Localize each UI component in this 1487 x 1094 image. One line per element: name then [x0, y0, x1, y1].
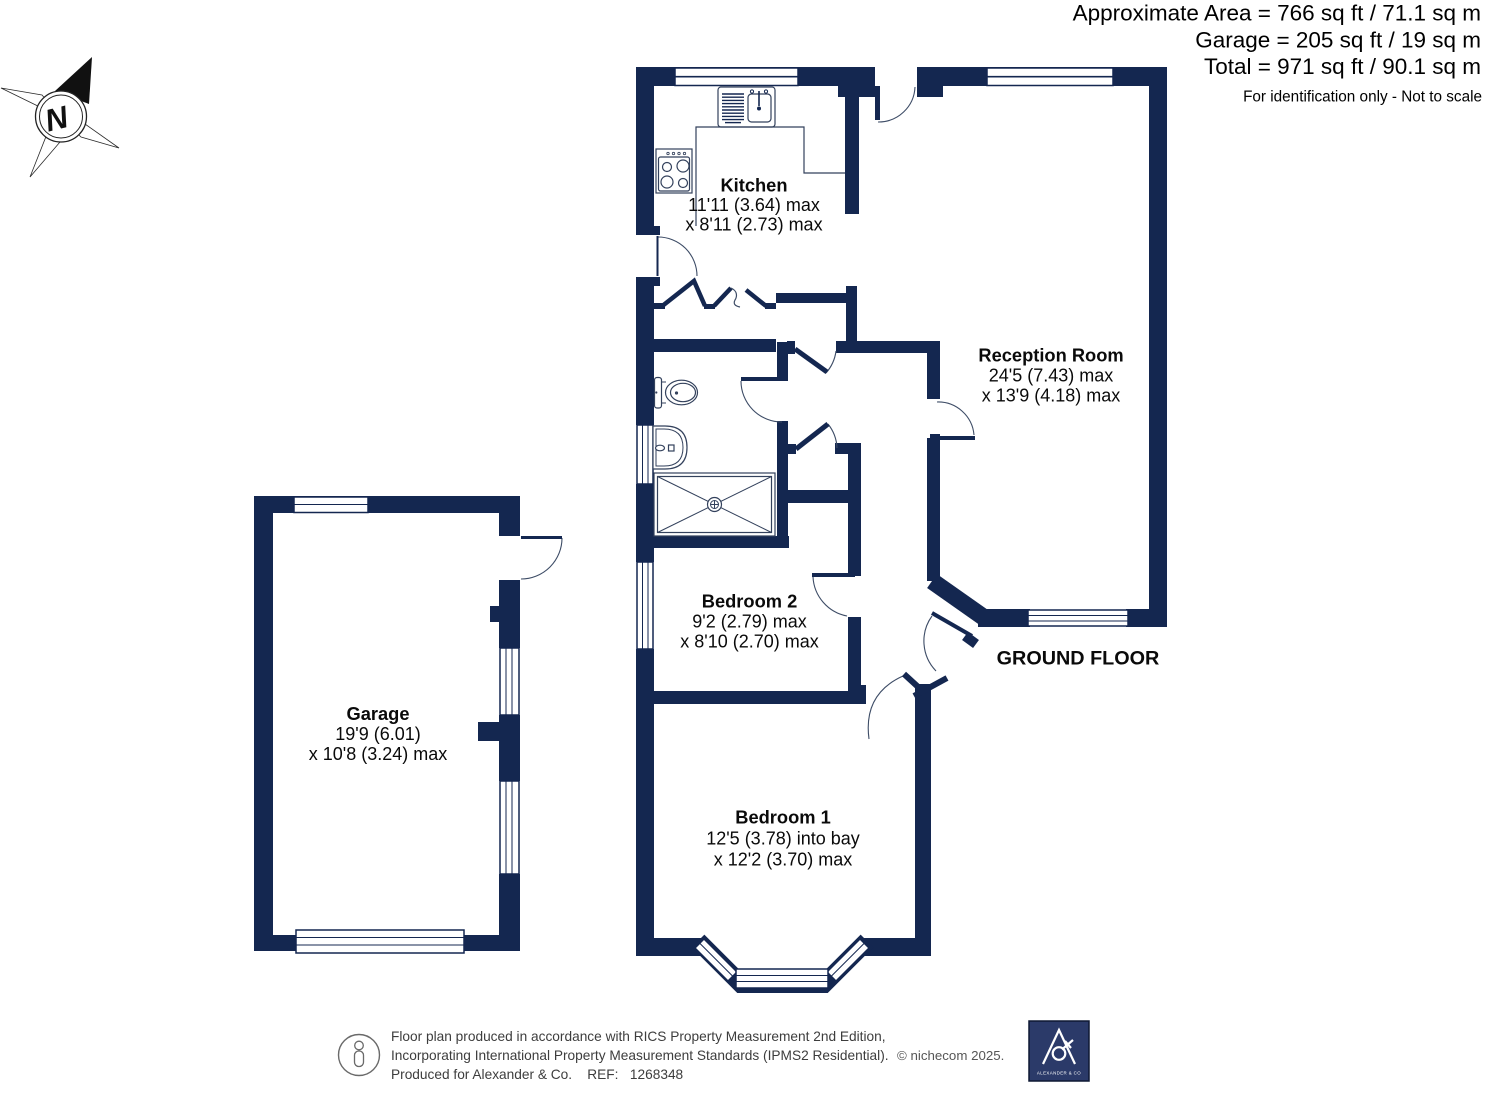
svg-text:Reception Room: Reception Room	[978, 345, 1123, 366]
svg-text:12'5 (3.78) into bay: 12'5 (3.78) into bay	[706, 829, 860, 849]
svg-text:Garage = 205 sq ft / 19 sq m: Garage = 205 sq ft / 19 sq m	[1195, 27, 1481, 52]
svg-text:24'5 (7.43) max: 24'5 (7.43) max	[989, 366, 1114, 386]
svg-text:Incorporating International Pr: Incorporating International Property Mea…	[391, 1048, 889, 1063]
svg-text:Approximate Area = 766 sq ft /: Approximate Area = 766 sq ft / 71.1 sq m	[1073, 1, 1481, 26]
svg-text:x 12'2 (3.70) max: x 12'2 (3.70) max	[714, 849, 853, 869]
svg-text:Garage: Garage	[346, 703, 409, 724]
svg-text:GROUND FLOOR: GROUND FLOOR	[997, 648, 1160, 670]
svg-text:x 8'11 (2.73) max: x 8'11 (2.73) max	[685, 214, 822, 234]
svg-text:Produced for Alexander & Co.: Produced for Alexander & Co. REF: 126834…	[391, 1067, 684, 1082]
svg-text:11'11 (3.64) max: 11'11 (3.64) max	[688, 195, 820, 215]
svg-text:For identification only - Not: For identification only - Not to scale	[1243, 88, 1482, 105]
svg-text:19'9 (6.01): 19'9 (6.01)	[335, 724, 421, 744]
svg-text:Bedroom 1: Bedroom 1	[735, 807, 831, 828]
svg-text:Kitchen: Kitchen	[720, 174, 787, 195]
svg-text:x 13'9 (4.18) max: x 13'9 (4.18) max	[982, 386, 1121, 406]
svg-text:© nichecom 2025.: © nichecom 2025.	[897, 1048, 1004, 1063]
svg-text:Bedroom 2: Bedroom 2	[702, 590, 798, 611]
svg-text:x 8'10 (2.70) max: x 8'10 (2.70) max	[680, 631, 819, 651]
svg-text:Floor plan produced in accorda: Floor plan produced in accordance with R…	[391, 1029, 886, 1044]
svg-text:Total = 971 sq ft / 90.1 sq m: Total = 971 sq ft / 90.1 sq m	[1204, 54, 1481, 79]
svg-text:ALEXANDER & CO: ALEXANDER & CO	[1037, 1071, 1081, 1076]
svg-text:x 10'8 (3.24) max: x 10'8 (3.24) max	[309, 744, 448, 764]
svg-text:9'2 (2.79) max: 9'2 (2.79) max	[692, 611, 807, 631]
